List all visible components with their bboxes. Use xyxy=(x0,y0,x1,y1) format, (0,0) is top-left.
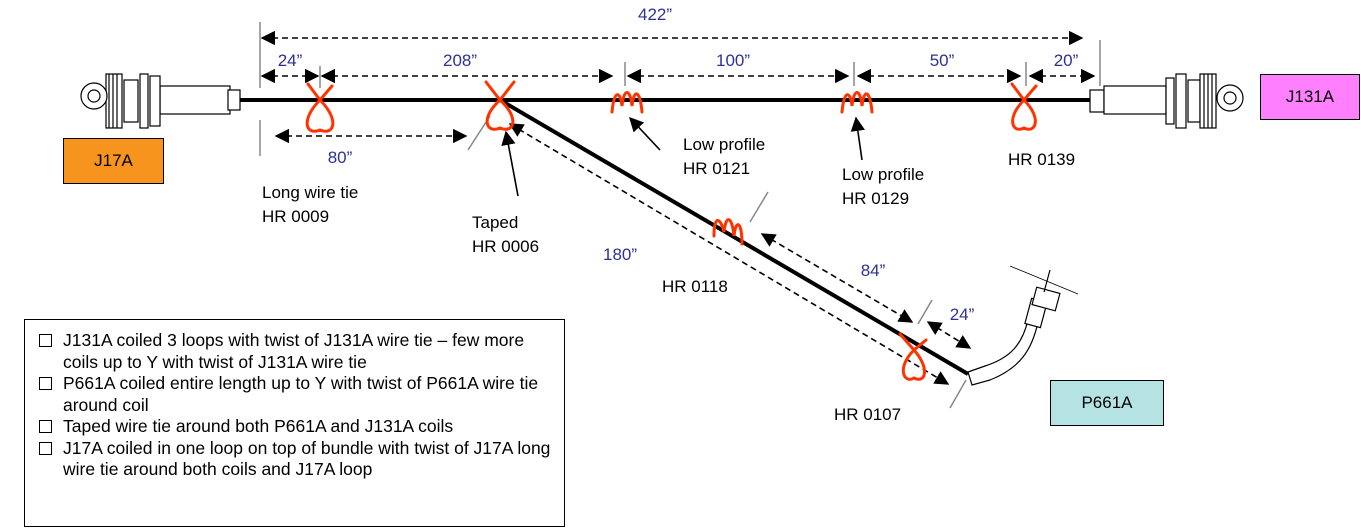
note-item: P661A coiled entire length up to Y with … xyxy=(37,373,556,416)
connector-j131a: J131A xyxy=(1260,74,1360,120)
coil-hr0121-icon xyxy=(610,91,644,114)
note-item: J131A coiled 3 loops with twist of J131A… xyxy=(37,330,556,373)
dim-80: 80” xyxy=(328,148,353,167)
dim-180: 180” xyxy=(603,245,637,264)
wire-tie-hr0139-icon xyxy=(1010,82,1038,131)
dim-208: 208” xyxy=(443,51,477,70)
label-hr0121: HR 0121 xyxy=(683,159,750,178)
label-long-wire-tie: Long wire tie xyxy=(262,183,358,202)
p661a-plug-icon xyxy=(967,265,1079,386)
label-low-profile-2: Low profile xyxy=(842,165,924,184)
label-hr0118: HR 0118 xyxy=(662,277,728,296)
wire-tie-hr0006-icon xyxy=(484,80,516,131)
dim-100: 100” xyxy=(716,51,750,70)
connector-j17a: J17A xyxy=(63,138,164,184)
connector-p661a: P661A xyxy=(1050,380,1164,426)
label-hr0006: HR 0006 xyxy=(472,237,539,256)
label-hr0107: HR 0107 xyxy=(834,405,901,424)
dim-84: 84” xyxy=(861,261,886,280)
dim-50: 50” xyxy=(930,51,955,70)
j17a-plug-icon xyxy=(80,73,241,129)
dim-24-branch: 24” xyxy=(950,305,975,324)
checkbox-icon xyxy=(39,420,52,433)
note-item: J17A coiled in one loop on top of bundle… xyxy=(37,438,556,481)
notes-box: J131A coiled 3 loops with twist of J131A… xyxy=(24,319,565,527)
wire-tie-hr0009-icon xyxy=(305,82,335,133)
coil-hr0129-icon xyxy=(840,91,874,114)
checkbox-icon xyxy=(39,334,52,347)
label-hr0129: HR 0129 xyxy=(842,189,909,208)
note-item: Taped wire tie around both P661A and J13… xyxy=(37,416,556,438)
dim-20: 20” xyxy=(1054,51,1079,70)
label-taped: Taped xyxy=(472,213,518,232)
checkbox-icon xyxy=(39,377,52,390)
label-low-profile-1: Low profile xyxy=(683,135,765,154)
label-hr0009: HR 0009 xyxy=(262,207,329,226)
label-hr0139: HR 0139 xyxy=(1008,150,1075,169)
j131a-plug-icon xyxy=(1089,73,1244,129)
dim-24-left: 24” xyxy=(278,51,303,70)
coil-hr0118-icon xyxy=(712,218,744,246)
checkbox-icon xyxy=(39,441,52,455)
dim-overall: 422” xyxy=(638,5,672,24)
wire-tie-hr0107-icon xyxy=(898,332,928,381)
